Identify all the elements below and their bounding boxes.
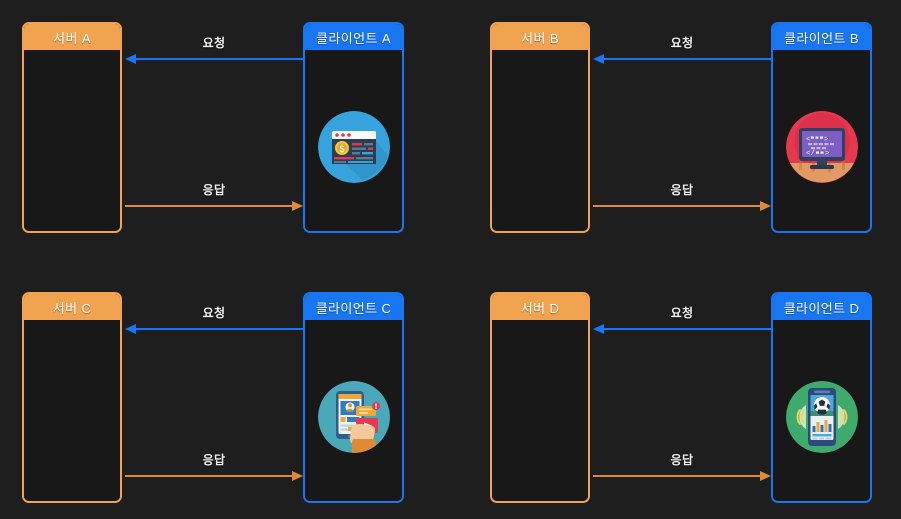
client-node-d-body [773,320,870,501]
client-node-c-title: 클라이언트 C [305,294,402,320]
response-arrow-b-head [760,201,771,211]
client-node-b-body: < > </ [773,50,870,231]
svg-text:$: $ [339,144,344,154]
panel-d: 서버 D 클라이언트 D [468,270,901,519]
server-node-d-title: 서버 D [492,294,588,320]
request-arrow-a-head [125,54,136,64]
request-arrow-a-label: 요청 [202,36,226,50]
illustration-browser-finance-icon: $ [317,111,390,183]
svg-text:</: </ [806,150,816,158]
client-node-a[interactable]: 클라이언트 A $ [303,22,404,233]
svg-text:<: < [806,136,811,144]
panel-c: 서버 C 클라이언트 C [0,270,450,519]
client-node-c[interactable]: 클라이언트 C [303,292,404,503]
server-node-d[interactable]: 서버 D [490,292,590,503]
server-node-b[interactable]: 서버 B [490,22,590,233]
request-arrow-b-label: 요청 [670,36,694,50]
response-arrow-d-label: 응답 [670,453,694,467]
server-node-c-body [24,320,120,501]
illustration-mobile-sports-stats-icon [785,381,858,453]
response-arrow-a-label: 응답 [202,183,226,197]
illustration-mobile-video-icon [317,381,390,453]
request-arrow-a-line [134,58,303,60]
request-arrow-d-line [602,328,771,330]
client-node-b[interactable]: 클라이언트 B [771,22,872,233]
client-node-c-body [305,320,402,501]
request-arrow-c-label: 요청 [202,306,226,320]
client-node-d[interactable]: 클라이언트 D [771,292,872,503]
panel-a: 서버 A 클라이언트 A [0,0,450,260]
request-arrow-d-head [593,324,604,334]
panel-b: 서버 B 클라이언트 B [468,0,901,260]
server-node-c-title: 서버 C [24,294,120,320]
request-arrow-b-line [602,58,771,60]
illustration-code-monitor-icon: < > </ [785,111,858,183]
svg-text:>: > [825,150,830,158]
server-node-a[interactable]: 서버 A [22,22,122,233]
response-arrow-b-line [593,205,762,207]
response-arrow-b-label: 응답 [670,183,694,197]
server-node-a-title: 서버 A [24,24,120,50]
response-arrow-c-label: 응답 [202,453,226,467]
client-node-a-body: $ [305,50,402,231]
response-arrow-d-head [760,471,771,481]
svg-text:>: > [824,136,829,144]
client-node-b-title: 클라이언트 B [773,24,870,50]
response-arrow-c-line [125,475,294,477]
server-node-d-body [492,320,588,501]
response-arrow-c-head [292,471,303,481]
server-node-b-body [492,50,588,231]
request-arrow-c-line [134,328,303,330]
server-node-b-title: 서버 B [492,24,588,50]
request-arrow-b-head [593,54,604,64]
request-arrow-d-label: 요청 [670,306,694,320]
response-arrow-a-head [292,201,303,211]
response-arrow-d-line [593,475,762,477]
response-arrow-a-line [125,205,294,207]
client-node-d-title: 클라이언트 D [773,294,870,320]
client-node-a-title: 클라이언트 A [305,24,402,50]
server-node-a-body [24,50,120,231]
request-arrow-c-head [125,324,136,334]
server-node-c[interactable]: 서버 C [22,292,122,503]
